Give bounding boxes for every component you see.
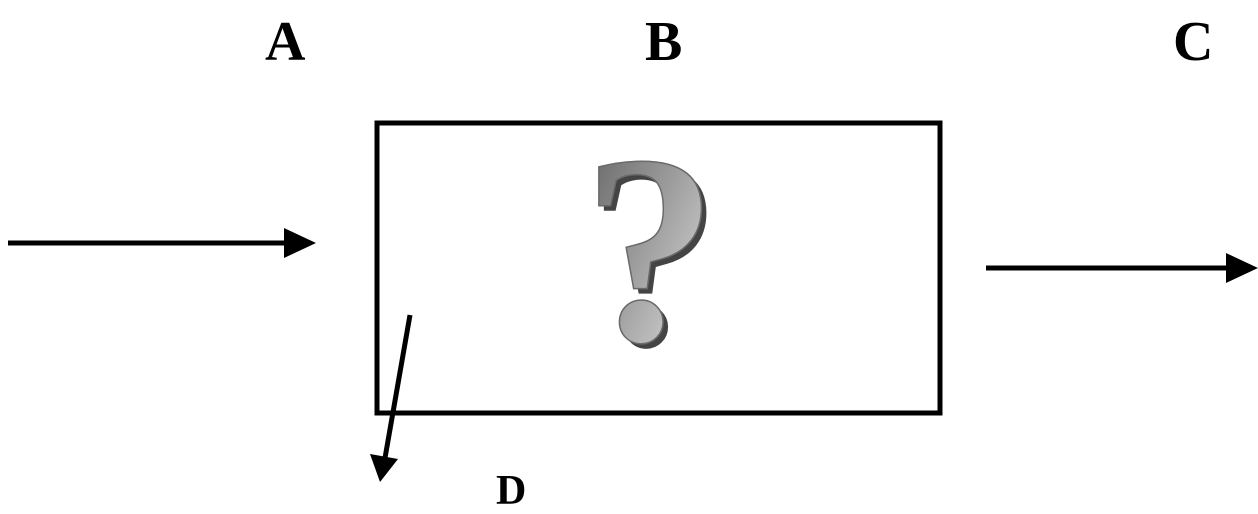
label-b: B — [645, 11, 683, 73]
input-arrow — [8, 228, 316, 258]
question-mark-icon: ? ? — [582, 99, 723, 404]
question-mark-shadow: ? — [588, 105, 723, 404]
question-mark: ? — [583, 100, 718, 399]
label-c: C — [1173, 11, 1214, 73]
process-box — [374, 120, 943, 416]
output-arrow — [986, 253, 1258, 283]
side-output-arrow — [370, 314, 413, 482]
label-a: A — [265, 11, 306, 73]
